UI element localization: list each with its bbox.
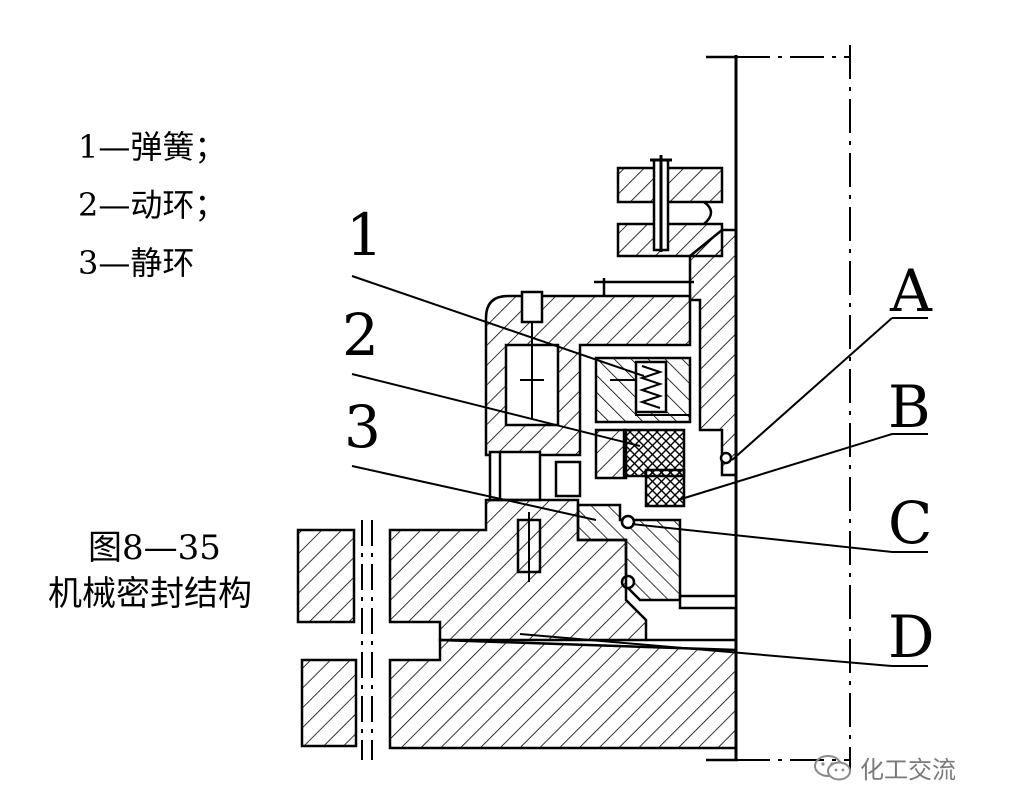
legend-dash: — [98, 244, 131, 282]
figure-title: 机械密封结构 [48, 574, 252, 614]
legend-item-rotating-ring: 2—动环； [78, 180, 226, 226]
callout-1: 1 [346, 201, 383, 269]
legend-dash: — [98, 186, 131, 224]
stuffing-box [296, 498, 648, 748]
housing [388, 594, 738, 750]
rotating-ring [594, 428, 686, 508]
callout-3: 3 [344, 393, 381, 461]
seal-gland [484, 278, 694, 457]
shaft-sleeve [688, 228, 738, 477]
watermark-text: 化工交流 [860, 756, 956, 784]
spring [594, 356, 692, 424]
callout-b: B [888, 373, 931, 441]
stationary-ring [576, 451, 733, 602]
legend-name: 静环 [130, 244, 195, 282]
figure-number: 图8—35 [88, 528, 221, 568]
legend-item-spring: 1—弹簧； [78, 122, 226, 168]
legend-dash: — [98, 128, 131, 166]
legend-name: 动环； [130, 186, 227, 224]
legend-number: 3 [78, 244, 99, 282]
watermark: 化工交流 [812, 750, 956, 785]
top-flange [616, 155, 724, 258]
callout-d: D [888, 603, 935, 671]
legend-name: 弹簧； [130, 128, 227, 166]
callout-a: A [890, 257, 932, 325]
legend-number: 2 [78, 186, 99, 224]
callout-2: 2 [342, 301, 379, 369]
leader-lines [351, 275, 928, 667]
bolt-centerlines [361, 520, 373, 760]
legend-item-stationary-ring: 3—静环 [78, 238, 194, 284]
callout-c: C [888, 489, 933, 557]
legend-number: 1 [78, 128, 99, 166]
wechat-icon [814, 754, 851, 780]
